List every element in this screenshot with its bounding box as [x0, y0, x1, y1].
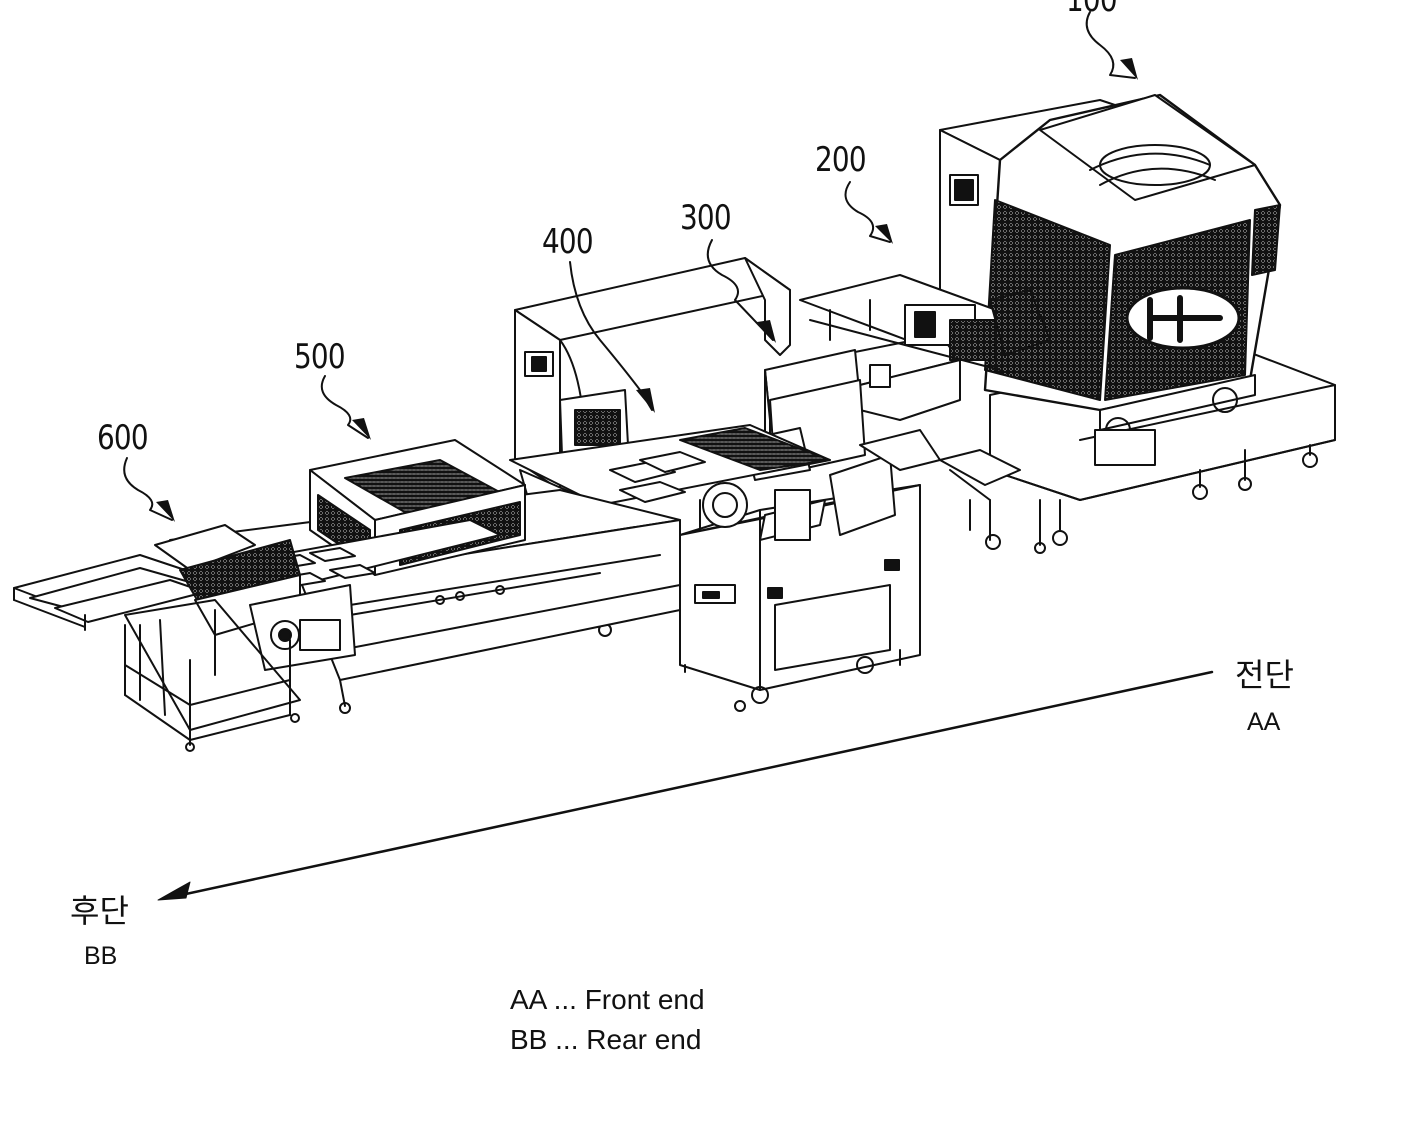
- arrowhead-rear: [158, 882, 190, 900]
- ref-label-100: 100: [1066, 0, 1117, 20]
- ref-label-200: 200: [815, 140, 866, 180]
- arrowhead-400: [636, 388, 655, 413]
- direction-arrow: [158, 672, 1212, 900]
- front-end-korean-label: 전단: [1235, 650, 1294, 696]
- ref-label-400: 400: [542, 222, 593, 262]
- legend-line-front: AA ... Front end: [510, 984, 705, 1016]
- legend-line-rear: BB ... Rear end: [510, 1024, 701, 1056]
- ref-label-600: 600: [97, 418, 148, 458]
- ref-label-300: 300: [680, 198, 731, 238]
- rear-end-korean-label: 후단: [70, 886, 129, 932]
- arrowhead-600: [156, 500, 175, 522]
- front-end-code-label: AA: [1247, 708, 1280, 737]
- ref-label-500: 500: [294, 337, 345, 377]
- rear-end-code-label: BB: [84, 942, 117, 971]
